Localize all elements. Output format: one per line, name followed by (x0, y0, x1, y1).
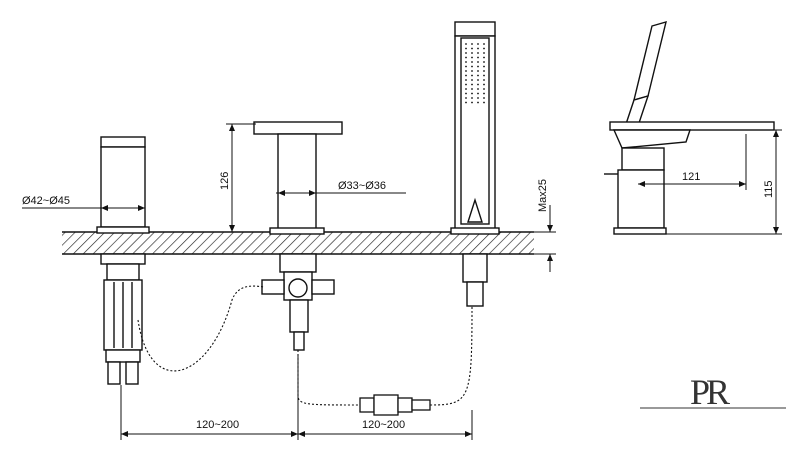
spray-dot (477, 43, 479, 45)
spray-dot (483, 101, 485, 104)
spray-dot (465, 52, 467, 54)
dim-spacing-right-label: 120~200 (362, 419, 405, 431)
spray-dot (465, 88, 467, 90)
spray-dot (465, 92, 467, 95)
spray-dot (465, 101, 467, 104)
spray-dot (471, 101, 473, 104)
spray-dot (477, 97, 479, 99)
spray-dot (477, 88, 479, 90)
spray-dot (477, 92, 479, 95)
spray-dot (471, 56, 473, 59)
spray-dot (483, 56, 485, 59)
spray-dot (471, 47, 473, 50)
dim-deck-thickness-label: Max25 (537, 179, 549, 212)
spray-dot (483, 43, 485, 45)
spray-dot (477, 70, 479, 72)
spray-dot (483, 65, 485, 68)
hand-shower (450, 21, 500, 307)
spray-dot (465, 47, 467, 50)
spray-dot (465, 79, 467, 81)
spray-dot (477, 79, 479, 81)
spray-dot (471, 83, 473, 86)
spray-dot (465, 83, 467, 86)
dim-deck-thickness (534, 205, 556, 272)
spray-dot (477, 101, 479, 104)
spray-dot (465, 43, 467, 45)
spray-dot (483, 92, 485, 95)
dim-side-reach (638, 134, 747, 190)
spray-dot (477, 56, 479, 59)
spray-dot (465, 56, 467, 59)
spray-dot (483, 74, 485, 77)
spray-dot (465, 74, 467, 77)
shower-spray-dots (465, 43, 485, 104)
spray-dot (477, 47, 479, 50)
spray-dot (483, 61, 485, 63)
spray-dot (465, 97, 467, 99)
spray-dot (465, 70, 467, 72)
spray-dot (477, 52, 479, 54)
left-valve (96, 136, 150, 385)
spray-dot (471, 88, 473, 90)
spray-dot (477, 65, 479, 68)
spray-dot (471, 65, 473, 68)
dim-center-diameter-label: Ø33~Ø36 (338, 180, 386, 192)
spray-dot (465, 61, 467, 63)
spray-dot (477, 61, 479, 63)
dim-spacing (120, 355, 473, 440)
spray-dot (477, 83, 479, 86)
dim-spout-height-label: 126 (219, 172, 231, 190)
hose-connector (359, 394, 431, 416)
spray-dot (483, 97, 485, 99)
spray-dot (471, 70, 473, 72)
spray-dot (471, 74, 473, 77)
spray-dot (483, 83, 485, 86)
spray-dot (483, 70, 485, 72)
brand-logo: PR (640, 372, 786, 412)
spray-dot (477, 74, 479, 77)
spray-dot (471, 52, 473, 54)
spray-dot (471, 79, 473, 81)
spray-dot (483, 88, 485, 90)
deck-slab (62, 231, 534, 255)
dim-spout-height (226, 123, 262, 233)
dim-spacing-left-label: 120~200 (196, 419, 239, 431)
spray-dot (471, 92, 473, 95)
dim-side-height-label: 115 (763, 180, 775, 198)
side-view (604, 20, 775, 235)
dim-left-diameter-label: Ø42~Ø45 (22, 195, 70, 207)
spray-dot (465, 65, 467, 68)
spray-dot (471, 61, 473, 63)
spray-dot (471, 43, 473, 45)
spray-dot (483, 52, 485, 54)
dim-side-reach-label: 121 (682, 171, 700, 183)
spray-dot (471, 97, 473, 99)
spray-dot (483, 47, 485, 50)
center-spout (253, 121, 343, 351)
dim-side-height (666, 129, 782, 235)
brand-logo-text: PR (690, 372, 730, 412)
spray-dot (483, 79, 485, 81)
